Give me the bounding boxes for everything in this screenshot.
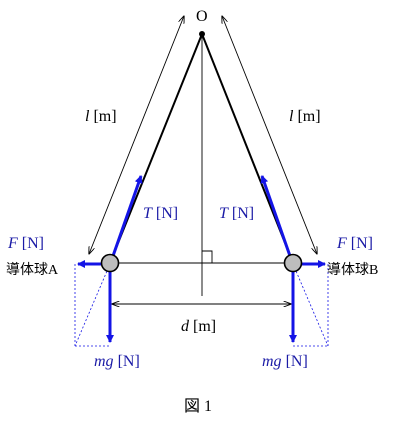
- origin-label: O: [196, 8, 208, 25]
- length-arrow-right: [222, 16, 317, 254]
- conductor-ball-b: [283, 253, 303, 273]
- right-angle-mark: [202, 250, 213, 263]
- weight-label-right: mg [N]: [262, 353, 308, 370]
- distance-label: d [m]: [181, 318, 216, 335]
- force-parallelogram-left: [74, 263, 111, 347]
- length-arrow-left: [89, 16, 184, 254]
- length-label-left: l [m]: [85, 108, 117, 125]
- force-parallelogram-right: [292, 263, 329, 347]
- tension-arrow-left: [111, 175, 143, 257]
- tension-arrow-right: [260, 175, 292, 257]
- ball-b-label: 導体球B: [327, 262, 378, 278]
- tension-label-right: T [N]: [219, 205, 254, 222]
- force-label-left: F [N]: [7, 235, 44, 252]
- ball-a-label: 導体球A: [6, 262, 59, 278]
- force-label-right: F [N]: [336, 235, 373, 252]
- figure-caption: 図 1: [184, 398, 212, 415]
- length-label-right: l [m]: [289, 108, 321, 125]
- weight-label-left: mg [N]: [94, 353, 140, 370]
- tension-label-left: T [N]: [143, 205, 178, 222]
- conductor-ball-a: [100, 253, 120, 273]
